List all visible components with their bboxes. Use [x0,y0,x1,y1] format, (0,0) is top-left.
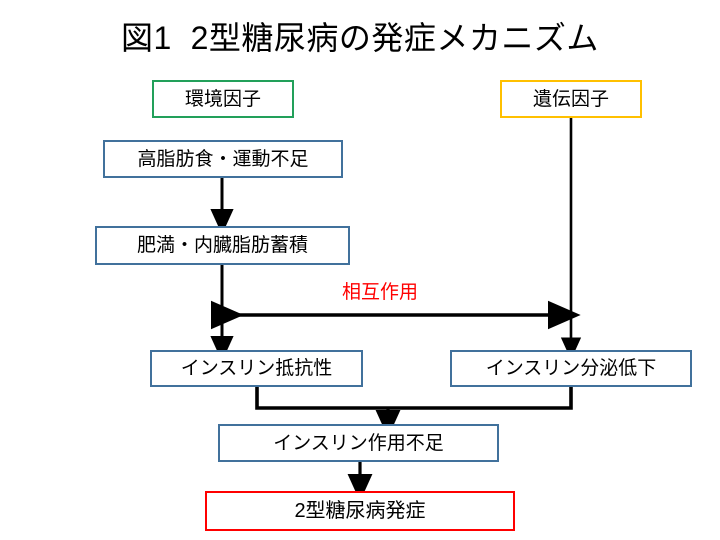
node-genetic-factor-label: 遺伝因子 [532,88,609,110]
page-title: 図1 2型糖尿病の発症メカニズム [121,20,599,56]
node-obesity[interactable]: 肥満・内臓脂肪蓄積 [95,226,350,265]
edge-merge-to-action-deficiency [255,386,573,410]
node-obesity-label: 肥満・内臓脂肪蓄積 [136,235,308,256]
node-genetic-factor[interactable]: 遺伝因子 [500,80,642,118]
node-insulin-action-deficiency[interactable]: インスリン作用不足 [218,424,499,462]
node-insulin-secretion-decline-label: インスリン分泌低下 [485,358,657,379]
node-type2-diabetes-onset[interactable]: 2型糖尿病発症 [205,491,515,531]
node-insulin-resistance-label: インスリン抵抗性 [180,358,333,379]
node-high-fat-diet[interactable]: 高脂肪食・運動不足 [103,140,343,178]
node-insulin-secretion-decline[interactable]: インスリン分泌低下 [450,350,692,387]
node-environment-factor-label: 環境因子 [184,88,261,110]
annotation-interaction: 相互作用 [342,282,419,303]
node-insulin-action-deficiency-label: インスリン作用不足 [273,432,444,454]
node-type2-diabetes-onset-label: 2型糖尿病発症 [294,500,426,522]
node-insulin-resistance[interactable]: インスリン抵抗性 [150,350,363,387]
node-environment-factor[interactable]: 環境因子 [152,80,294,118]
node-high-fat-diet-label: 高脂肪食・運動不足 [137,148,309,170]
